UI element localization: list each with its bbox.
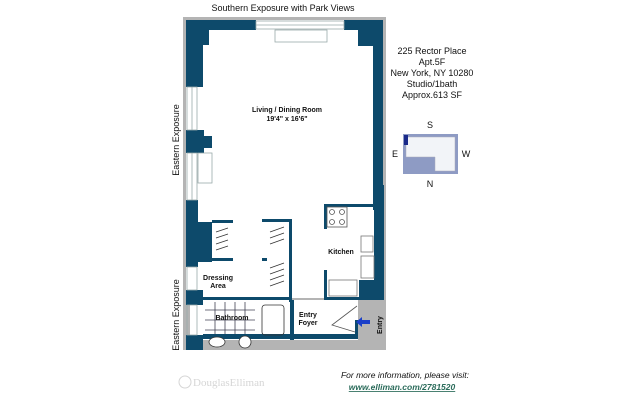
eastern-exposure-upper: Eastern Exposure xyxy=(171,104,181,176)
eastern-exposure-lower: Eastern Exposure xyxy=(171,279,181,351)
interior xyxy=(186,20,383,300)
entry-arrow-icon xyxy=(356,317,370,327)
living-room-dims: 19'4" x 16'6" xyxy=(266,116,307,123)
compass: S E W N xyxy=(392,120,471,189)
compass-e: E xyxy=(392,149,398,159)
plan-title: Southern Exposure with Park Views xyxy=(212,3,355,13)
footer-prompt: For more information, please visit: xyxy=(341,370,470,380)
kitchen-label: Kitchen xyxy=(328,249,354,256)
info-address: 225 Rector Place xyxy=(397,46,466,56)
foyer-label-2: Foyer xyxy=(298,320,317,327)
windows xyxy=(186,20,375,349)
svg-text:DouglasElliman: DouglasElliman xyxy=(193,377,265,389)
douglas-elliman-logo: DouglasElliman xyxy=(178,375,265,389)
compass-s: S xyxy=(427,120,433,130)
info-apt: Apt.5F xyxy=(419,57,446,67)
entry-label: Entry xyxy=(377,316,384,334)
info-city: New York, NY 10280 xyxy=(391,68,474,78)
compass-w: W xyxy=(462,149,471,159)
bathroom-label: Bathroom xyxy=(215,315,248,322)
dressing-label: Dressing xyxy=(203,275,233,282)
dressing-label-2: Area xyxy=(210,283,226,290)
compass-n: N xyxy=(427,179,434,189)
info-size: Approx.613 SF xyxy=(402,90,463,100)
property-info: 225 Rector Place Apt.5F New York, NY 102… xyxy=(391,46,474,100)
foyer-label: Entry xyxy=(299,312,317,319)
listing-link[interactable]: www.elliman.com/2781520 xyxy=(349,382,456,392)
info-type: Studio/1bath xyxy=(407,79,458,89)
living-room-label: Living / Dining Room xyxy=(252,107,322,114)
walls xyxy=(186,20,384,350)
